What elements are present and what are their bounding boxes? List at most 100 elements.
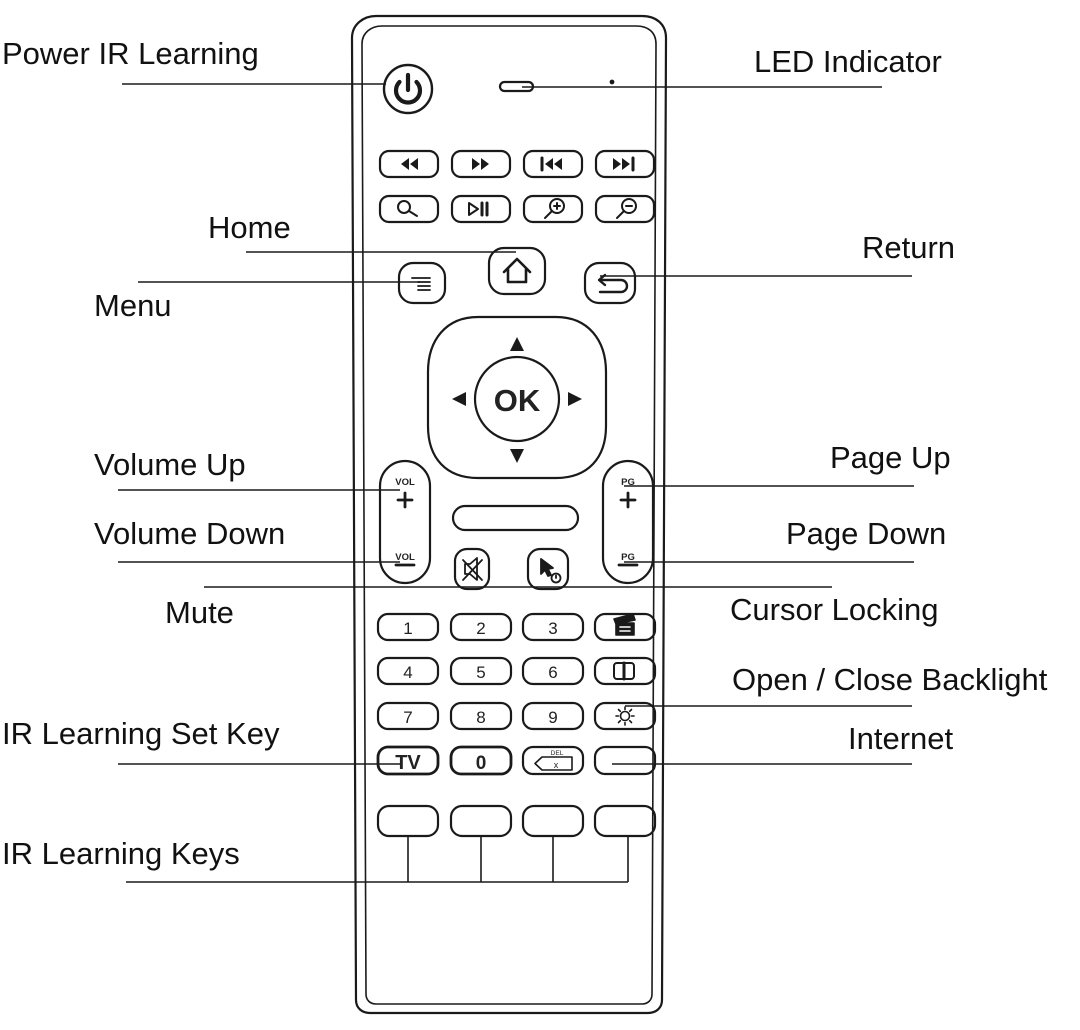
label-return: Return bbox=[862, 230, 956, 265]
zoom-out-icon bbox=[616, 198, 637, 219]
key-3[interactable] bbox=[521, 612, 585, 642]
next-track-button[interactable] bbox=[594, 149, 656, 179]
directional-pad[interactable] bbox=[426, 315, 608, 480]
ok-label: OK bbox=[494, 383, 541, 418]
remote-body-outline bbox=[350, 14, 668, 1015]
arrow-right-icon[interactable] bbox=[568, 392, 582, 406]
numpad bbox=[376, 612, 657, 776]
arrow-left-icon[interactable] bbox=[452, 392, 466, 406]
label-cursor-locking: Cursor Locking bbox=[730, 592, 939, 627]
page-rocker[interactable] bbox=[601, 459, 655, 585]
previous-track-icon bbox=[540, 156, 562, 172]
key-8-label: 8 bbox=[476, 708, 485, 727]
zoom-out-button[interactable] bbox=[594, 194, 656, 224]
label-page-up: Page Up bbox=[830, 440, 951, 475]
label-power-ir-learning: Power IR Learning bbox=[2, 36, 259, 71]
sun-icon bbox=[615, 706, 635, 726]
label-volume-down: Volume Down bbox=[94, 516, 286, 551]
backlight-button[interactable] bbox=[593, 701, 657, 731]
mute-button[interactable] bbox=[453, 547, 491, 591]
key-2-label: 2 bbox=[476, 619, 485, 638]
key-5[interactable] bbox=[449, 656, 513, 686]
clapperboard-icon bbox=[613, 613, 636, 636]
vol-label-bottom: VOL bbox=[395, 552, 415, 563]
key-2[interactable] bbox=[449, 612, 513, 642]
label-home: Home bbox=[208, 210, 291, 245]
key-8[interactable] bbox=[449, 701, 513, 731]
delete-button[interactable] bbox=[521, 745, 585, 776]
search-button[interactable] bbox=[378, 194, 440, 224]
backspace-icon bbox=[534, 756, 573, 771]
label-backlight: Open / Close Backlight bbox=[732, 662, 1048, 697]
label-led-indicator: LED Indicator bbox=[754, 44, 942, 79]
ir-learning-key-1[interactable] bbox=[376, 804, 440, 838]
book-button[interactable] bbox=[593, 656, 657, 686]
del-label: DEL bbox=[551, 750, 564, 757]
zoom-in-icon bbox=[544, 198, 565, 219]
pg-label-top: PG bbox=[621, 477, 635, 488]
leader-lines bbox=[118, 83, 914, 883]
fast-forward-button[interactable] bbox=[450, 149, 512, 179]
menu-icon bbox=[411, 277, 431, 291]
cursor-lock-button[interactable] bbox=[526, 547, 570, 591]
key-0[interactable] bbox=[449, 745, 513, 776]
key-3-label: 3 bbox=[548, 619, 557, 638]
book-icon bbox=[613, 661, 635, 681]
key-4[interactable] bbox=[376, 656, 440, 686]
menu-button[interactable] bbox=[397, 261, 447, 305]
return-icon bbox=[597, 273, 629, 294]
mute-icon bbox=[462, 557, 483, 581]
label-page-down: Page Down bbox=[786, 516, 947, 551]
key-1[interactable] bbox=[376, 612, 440, 642]
arrow-up-icon[interactable] bbox=[510, 337, 524, 351]
next-track-icon bbox=[613, 156, 635, 172]
fast-forward-icon bbox=[472, 158, 489, 170]
home-button[interactable] bbox=[487, 246, 547, 296]
label-menu: Menu bbox=[94, 288, 172, 323]
key-7-label: 7 bbox=[403, 708, 412, 727]
key-6[interactable] bbox=[521, 656, 585, 686]
key-5-label: 5 bbox=[476, 663, 485, 682]
label-ir-learning-keys: IR Learning Keys bbox=[2, 836, 240, 871]
search-icon bbox=[397, 200, 418, 217]
label-mute: Mute bbox=[165, 595, 234, 630]
ir-learning-key-4[interactable] bbox=[593, 804, 657, 838]
del-x-label: x bbox=[554, 760, 559, 770]
label-internet: Internet bbox=[848, 721, 954, 756]
tv-label: TV bbox=[395, 752, 421, 774]
ir-learning-key-2[interactable] bbox=[449, 804, 513, 838]
pg-label-bottom: PG bbox=[621, 552, 635, 563]
key-9-label: 9 bbox=[548, 708, 557, 727]
rewind-icon bbox=[401, 158, 418, 170]
zoom-in-button[interactable] bbox=[522, 194, 584, 224]
ir-learning-keys bbox=[376, 804, 657, 838]
rewind-button[interactable] bbox=[378, 149, 440, 179]
zero-label: 0 bbox=[476, 753, 487, 774]
tv-button[interactable] bbox=[376, 745, 440, 776]
key-1-label: 1 bbox=[403, 619, 412, 638]
key-4-label: 4 bbox=[403, 663, 412, 682]
label-volume-up: Volume Up bbox=[94, 447, 246, 482]
remote-body-inner-outline bbox=[361, 25, 657, 1005]
clapper-button[interactable] bbox=[593, 612, 657, 642]
arrow-down-icon[interactable] bbox=[510, 449, 524, 463]
key-6-label: 6 bbox=[548, 663, 557, 682]
power-button[interactable] bbox=[382, 63, 434, 115]
key-7[interactable] bbox=[376, 701, 440, 731]
internet-button[interactable] bbox=[593, 745, 657, 776]
play-pause-button[interactable] bbox=[450, 194, 512, 224]
label-ir-learning-set-key: IR Learning Set Key bbox=[2, 716, 280, 751]
center-bar-button[interactable] bbox=[451, 504, 580, 532]
key-9[interactable] bbox=[521, 701, 585, 731]
home-icon bbox=[502, 257, 532, 284]
play-pause-icon bbox=[468, 201, 489, 217]
previous-track-button[interactable] bbox=[522, 149, 584, 179]
volume-rocker[interactable] bbox=[378, 459, 432, 585]
cursor-icon bbox=[540, 558, 562, 584]
vol-label-top: VOL bbox=[395, 477, 415, 488]
return-button[interactable] bbox=[583, 261, 637, 305]
ok-button[interactable] bbox=[473, 355, 561, 443]
ir-learning-key-3[interactable] bbox=[521, 804, 585, 838]
